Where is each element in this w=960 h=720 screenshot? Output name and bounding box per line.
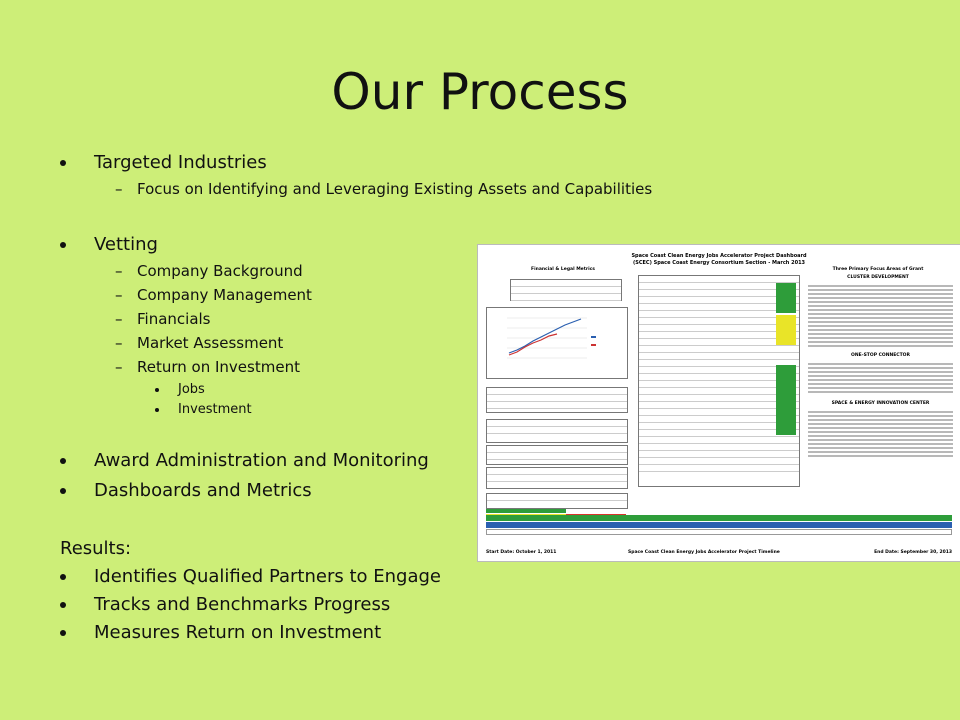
bullet-vetting: Vetting bbox=[60, 234, 158, 255]
footer-end-date: End Date: September 30, 2013 bbox=[874, 550, 952, 555]
subbullet-focus: Focus on Identifying and Leveraging Exis… bbox=[115, 180, 652, 199]
cluster-heading: CLUSTER DEVELOPMENT bbox=[847, 275, 909, 280]
legal-table bbox=[486, 467, 628, 489]
subbullet-financials: Financials bbox=[115, 310, 210, 329]
results-label: Results: bbox=[60, 538, 132, 559]
result-identifies: Identifies Qualified Partners to Engage bbox=[59, 566, 442, 587]
cluster-text bbox=[808, 283, 953, 349]
timeline-values bbox=[486, 529, 952, 535]
result-measures: Measures Return on Investment bbox=[59, 622, 382, 643]
bullet-dashboards: Dashboards and Metrics bbox=[60, 480, 312, 501]
subbullet-return-on-investment: Return on Investment bbox=[115, 358, 300, 377]
subbullet-company-management: Company Management bbox=[115, 286, 312, 305]
slide-title: Our Process bbox=[331, 63, 629, 121]
subbullet-company-background: Company Background bbox=[115, 262, 303, 281]
connector-text bbox=[808, 361, 953, 395]
timeline-header bbox=[486, 515, 952, 521]
subbullet-market-assessment: Market Assessment bbox=[115, 334, 283, 353]
bullet-targeted-industries: Targeted Industries bbox=[60, 152, 267, 173]
budget-summary-table bbox=[510, 279, 622, 301]
financial-heading: Financial & Legal Metrics bbox=[531, 267, 595, 272]
deliverables-table bbox=[486, 445, 628, 465]
funding-table bbox=[486, 419, 628, 443]
subsubbullet-investment: Investment bbox=[155, 402, 252, 417]
bullet-award-administration: Award Administration and Monitoring bbox=[60, 450, 429, 471]
result-tracks: Tracks and Benchmarks Progress bbox=[59, 594, 391, 615]
innovation-text bbox=[808, 409, 953, 459]
focus-areas-heading: Three Primary Focus Areas of Grant bbox=[832, 267, 924, 272]
projected-table bbox=[486, 387, 628, 413]
budget-trend-chart bbox=[486, 307, 628, 379]
innovation-heading: SPACE & ENERGY INNOVATION CENTER bbox=[831, 401, 930, 406]
dashboard-title: Space Coast Clean Energy Jobs Accelerato… bbox=[631, 253, 807, 266]
task-table bbox=[638, 275, 800, 487]
dashboard-image: Space Coast Clean Energy Jobs Accelerato… bbox=[477, 244, 960, 562]
footer-timeline: Space Coast Clean Energy Jobs Accelerato… bbox=[628, 550, 780, 555]
subsubbullet-jobs: Jobs bbox=[155, 382, 205, 397]
connector-heading: ONE-STOP CONNECTOR bbox=[851, 353, 910, 358]
workforce-table bbox=[486, 493, 628, 509]
timeline-months bbox=[486, 522, 952, 528]
footer-start-date: Start Date: October 1, 2011 bbox=[486, 550, 557, 555]
